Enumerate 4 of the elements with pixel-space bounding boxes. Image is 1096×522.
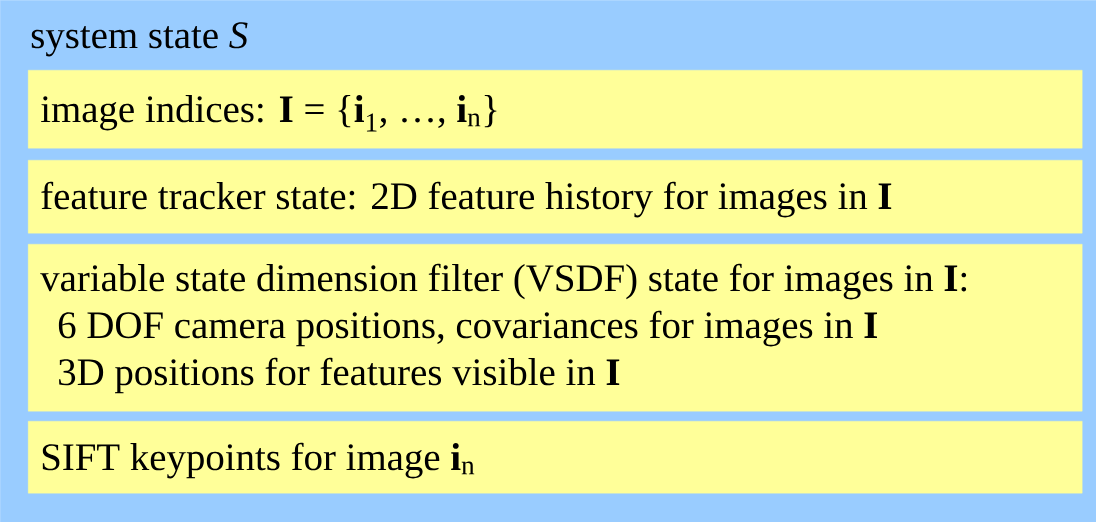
text-box: SIFT keypoints for image i$_{n}$: [28, 421, 1083, 494]
text-box: feature tracker state: 2D feature history for images in I: [28, 160, 1083, 234]
text-box: image indices: I = {i$_{1}$, …, i$_{n}$}: [28, 70, 1083, 149]
text-box: variable state dimension filter (VSDF) state for images in I: 6 DOF camera positions, covariances for images in I 3D positions for features visible in I: [28, 244, 1083, 412]
